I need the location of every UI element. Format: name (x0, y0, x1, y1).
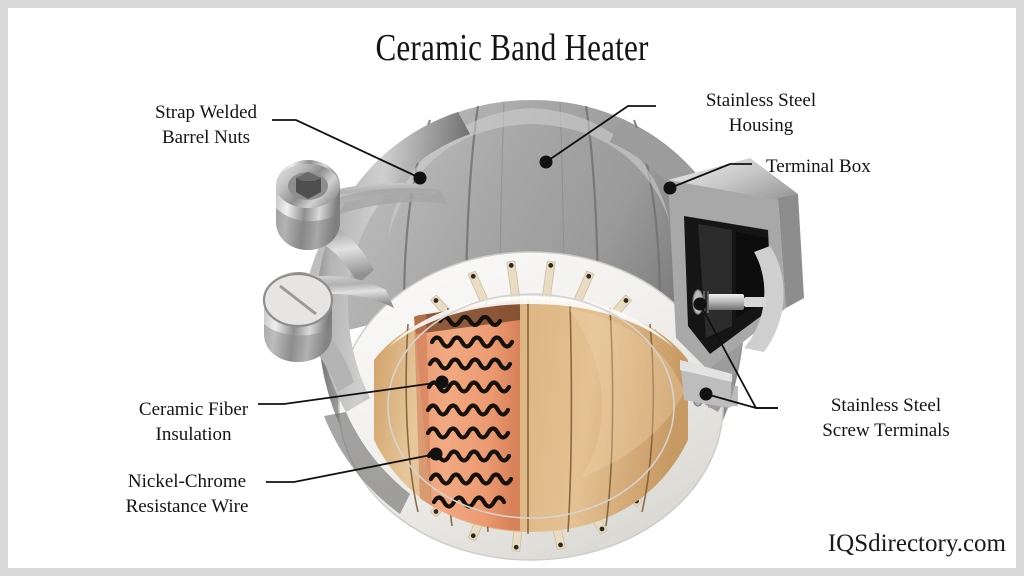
dot-stainless-steel-housing (539, 155, 553, 169)
label-terminal-box: Terminal Box (766, 154, 916, 179)
dot-screw-terminal-lower (699, 387, 713, 401)
label-line-1: Nickel-Chrome (127, 471, 247, 492)
label-line-1: Ceramic Fiber (138, 399, 249, 420)
watermark: IQSdirectory.com (827, 530, 1006, 557)
barrel-nut-upper (276, 160, 340, 250)
label-line-1: Terminal Box (766, 156, 871, 177)
label-line-2: Insulation (155, 424, 232, 445)
page-title: Ceramic Band Heater (375, 27, 649, 69)
diagram-canvas: Ceramic Band Heater (8, 8, 1016, 568)
label-line-1: Strap Welded (154, 102, 258, 123)
label-line-1: Stainless Steel (705, 90, 817, 111)
ceramic-bore-assembly (338, 251, 724, 561)
leader-strap-welded-barrel-nuts (272, 119, 421, 179)
label-strap-welded-barrel-nuts: Strap Welded Barrel Nuts (126, 100, 286, 150)
label-line-2: Barrel Nuts (161, 127, 251, 148)
strap-welded-barrel-nuts-graphic (262, 160, 448, 392)
label-line-2: Screw Terminals (822, 420, 950, 441)
label-stainless-steel-screw-terminals: Stainless Steel Screw Terminals (786, 393, 986, 443)
label-nickel-chrome-resistance-wire: Nickel-Chrome Resistance Wire (104, 469, 270, 519)
dot-strap-welded-barrel-nuts (413, 171, 427, 185)
dot-nickel-chrome-resistance-wire (429, 447, 443, 461)
dot-ceramic-fiber-insulation (435, 375, 449, 389)
label-line-1: Stainless Steel (830, 395, 942, 416)
dot-terminal-box (663, 181, 677, 195)
barrel-nut-lower (262, 272, 334, 362)
leader-stainless-steel-housing (545, 105, 656, 163)
leader-terminal-box (669, 163, 752, 189)
leader-nickel-chrome-resistance-wire (266, 453, 437, 483)
label-line-2: Housing (728, 115, 794, 136)
label-ceramic-fiber-insulation: Ceramic Fiber Insulation (116, 397, 271, 447)
label-stainless-steel-housing: Stainless Steel Housing (671, 88, 851, 138)
leader-screw-terminals-lower (705, 393, 778, 409)
nickel-chrome-resistance-wire-graphic (425, 314, 515, 509)
dot-screw-terminal-upper (693, 297, 707, 311)
leader-endpoint-dots (413, 155, 713, 461)
leader-ceramic-fiber-insulation (258, 381, 443, 405)
leader-lines (258, 105, 778, 483)
terminal-box-graphic (668, 158, 804, 408)
ceramic-band-heater-illustration (258, 100, 804, 561)
label-line-2: Resistance Wire (125, 496, 249, 517)
